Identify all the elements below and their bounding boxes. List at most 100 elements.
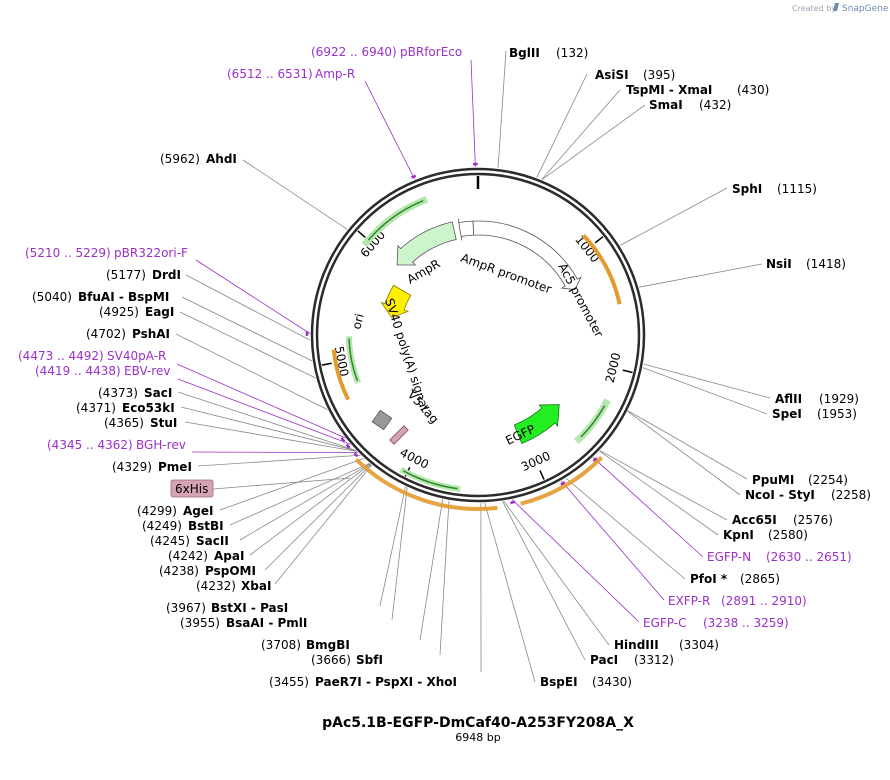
site-paer7i-pspxi-xhoi[interactable]: (3455) PaeR7I - PspXI - XhoI (269, 675, 457, 689)
snapgene-logo-icon (833, 3, 839, 11)
site-name: DrdI (152, 268, 181, 282)
site-kpni[interactable]: KpnI (2580) (723, 528, 808, 542)
leader-line (439, 500, 450, 656)
site-hindiii[interactable]: HindIII (3304) (614, 638, 719, 652)
site-saci[interactable]: (4373) SacI (98, 386, 172, 400)
site-position: (4925) (99, 305, 139, 319)
site-position: (5040) (32, 290, 72, 304)
site-eco53ki[interactable]: (4371) Eco53kI (76, 401, 175, 415)
leader-line (619, 187, 728, 246)
leader-line (627, 410, 741, 496)
site-apai[interactable]: (4242) ApaI (168, 549, 244, 563)
primer-sv40pa-r[interactable]: (4473 .. 4492) SV40pA-R (18, 349, 166, 363)
site-name: NsiI (766, 257, 792, 271)
leader-line (497, 50, 507, 169)
site-ahdi[interactable]: (5962) AhdI (160, 152, 237, 166)
site-stui[interactable]: (4365) StuI (104, 416, 177, 430)
primer-egfp-n[interactable]: EGFP-N (2630 .. 2651) (707, 550, 852, 564)
site-pshai[interactable]: (4702) PshAI (86, 327, 170, 341)
site-bstxi-pasi[interactable]: (3967) BstXI - PasI (166, 601, 288, 615)
leader-line (195, 259, 311, 334)
site-bspei[interactable]: BspEI (3430) (540, 675, 632, 689)
site-agei[interactable]: (4299) AgeI (137, 504, 213, 518)
site-bglii[interactable]: BglII (132) (509, 46, 588, 60)
primer-ebv-rev[interactable]: (4419 .. 4438) EBV-rev (35, 364, 170, 378)
primer-amp-r[interactable]: (6512 .. 6531) Amp-R (227, 67, 355, 81)
tick-mark (539, 470, 545, 480)
credit-brand: SnapGene (842, 4, 889, 14)
leader-line (249, 463, 371, 556)
orf-line-3c (402, 470, 458, 490)
primer-pbrforeco[interactable]: (6922 .. 6940) pBRforEco (311, 45, 462, 59)
site-ppumi[interactable]: PpuMI (2254) (752, 473, 848, 487)
site-position: (432) (699, 98, 731, 112)
site-name: PacI (590, 653, 618, 667)
site-spei[interactable]: SpeI (1953) (772, 407, 857, 421)
site-name: AflII (775, 392, 802, 406)
leader-line (643, 363, 771, 399)
site-name: SphI (732, 182, 762, 196)
credit-created-by: Created by (792, 4, 836, 13)
feature-label-ori: ori (349, 312, 367, 331)
leader-line (242, 159, 348, 230)
site-bsaai-pmli[interactable]: (3955) BsaAI - PmlI (180, 616, 307, 630)
leader-line (184, 421, 357, 452)
tick-label: 3000 (519, 449, 553, 474)
primer-egfp-c[interactable]: EGFP-C (3238 .. 3259) (643, 616, 789, 630)
site-smai[interactable]: SmaI (432) (649, 98, 731, 112)
site-position: (3708) (261, 638, 301, 652)
ampr-arrow (396, 221, 457, 266)
site-position: (3955) (180, 616, 220, 630)
site-bmgbi[interactable]: (3708) BmgBI (261, 638, 350, 652)
leader-line (177, 378, 351, 445)
site-bfuai-bspmi[interactable]: (5040) BfuAI - BspMI (32, 290, 169, 304)
ac5-promoter-arrow (472, 220, 582, 290)
site-name: KpnI (723, 528, 754, 542)
site-sacii[interactable]: (4245) SacII (150, 534, 229, 548)
site-position: (395) (643, 68, 675, 82)
site-bstbi[interactable]: (4249) BstBI (142, 519, 224, 533)
leader-line (638, 263, 763, 288)
tick-mark (622, 369, 633, 374)
site-tspmi-xmai[interactable]: TspMI - XmaI (430) (626, 83, 769, 97)
site-pmei[interactable]: (4329) PmeI (112, 460, 192, 474)
site-name: PpuMI (752, 473, 794, 487)
site-name: NcoI - StyI (745, 488, 815, 502)
leader-line (175, 333, 328, 410)
primer-range: (2891 .. 2910) (721, 594, 807, 608)
leader-line (179, 311, 316, 379)
backbone-inner (315, 172, 641, 498)
site-position: (4249) (142, 519, 182, 533)
primer-pbr322ori-f[interactable]: (5210 .. 5229) pBR322ori-F (25, 246, 188, 260)
site-drdi[interactable]: (5177) DrdI (106, 268, 181, 282)
site-name: SacI (144, 386, 172, 400)
orf-line-2 (580, 405, 606, 438)
site-ncoi-styi[interactable]: NcoI - StyI (2258) (745, 488, 871, 502)
site-aflii[interactable]: AflII (1929) (775, 392, 859, 406)
site-pspomi[interactable]: (4238) PspOMI (159, 564, 256, 578)
site-asisi[interactable]: AsiSI (395) (595, 68, 675, 82)
primer-exfp-r[interactable]: EXFP-R (2891 .. 2910) (668, 594, 807, 608)
his-tag-box (170, 479, 214, 498)
site-position: (4371) (76, 401, 116, 415)
site-name: BspEI (540, 675, 578, 689)
site-paci[interactable]: PacI (3312) (590, 653, 674, 667)
site-name: XbaI (241, 579, 271, 593)
site-acc65i[interactable]: Acc65I (2576) (732, 513, 833, 527)
leader-line (470, 59, 476, 168)
site-name: HindIII (614, 638, 659, 652)
site-name: AsiSI (595, 68, 629, 82)
primer-range: (5210 .. 5229) (25, 246, 111, 260)
site-sphi[interactable]: SphI (1115) (732, 182, 817, 196)
site-nsii[interactable]: NsiI (1418) (766, 257, 846, 271)
site-xbai[interactable]: (4232) XbaI (196, 579, 271, 593)
primer-bgh-rev[interactable]: (4345 .. 4362) BGH-rev (47, 438, 186, 452)
feature-label-6xhis: 6xHis (175, 482, 208, 496)
primer-mark (340, 437, 346, 443)
ampr-promoter-box (457, 218, 475, 241)
site-name: SbfI (356, 653, 383, 667)
primer-name: EBV-rev (124, 364, 170, 378)
site-eagi[interactable]: (4925) EagI (99, 305, 174, 319)
site-pfoi[interactable]: PfoI * (2865) (690, 572, 780, 586)
site-sbfi[interactable]: (3666) SbfI (311, 653, 383, 667)
